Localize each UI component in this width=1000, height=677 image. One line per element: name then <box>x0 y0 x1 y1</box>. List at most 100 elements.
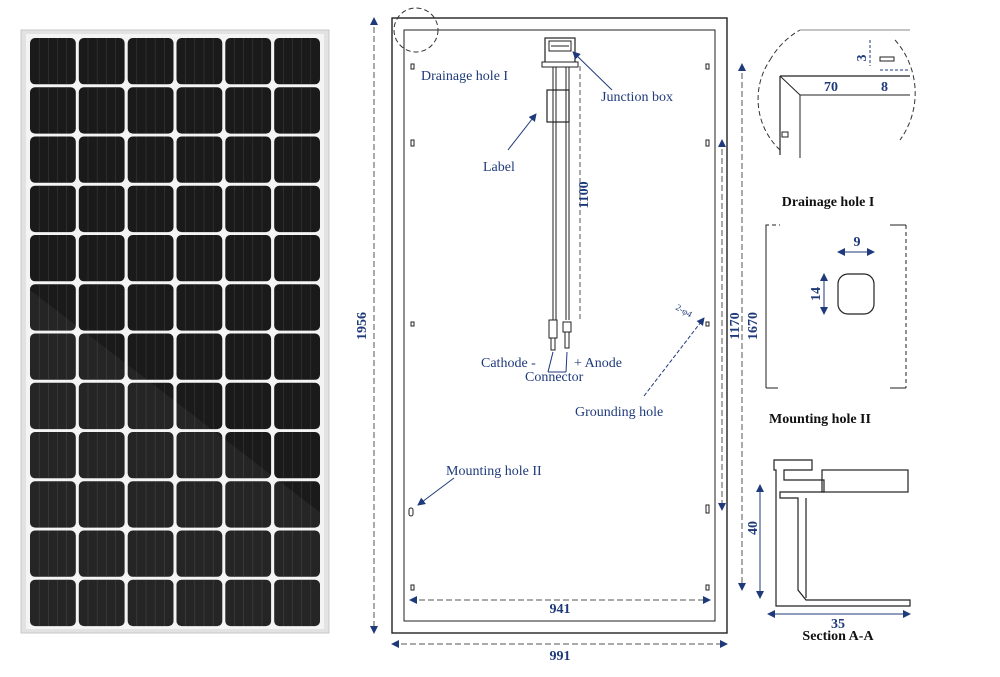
solar-cell <box>176 136 223 183</box>
solar-cell <box>274 87 320 134</box>
mount-spacing-2-dim: 1670 <box>746 312 761 340</box>
drainage-d1: 3 <box>855 55 870 62</box>
solar-cell <box>225 333 272 380</box>
solar-cell <box>30 333 76 380</box>
solar-cell <box>78 333 125 380</box>
solar-cell <box>176 382 223 430</box>
solar-cell <box>30 87 76 134</box>
solar-cell <box>127 87 174 134</box>
solar-cell <box>225 432 272 479</box>
leader-lines <box>417 51 705 506</box>
connectors <box>548 319 572 351</box>
solar-cell <box>78 235 125 282</box>
solar-cell <box>30 136 76 183</box>
solar-cell <box>225 87 272 134</box>
solar-cell <box>225 235 272 282</box>
drainage-d3: 8 <box>881 80 888 95</box>
drainage-hole-detail <box>757 29 916 158</box>
solar-cell <box>225 579 272 627</box>
solar-cell <box>127 235 174 282</box>
outer-frame <box>391 17 728 634</box>
grounding-hole-label: Grounding hole <box>575 405 663 420</box>
connector-label: Connector <box>525 370 584 385</box>
drawing-texts: Drainage hole I Junction box Label 1100 … <box>355 55 888 665</box>
label-label: Label <box>483 160 515 175</box>
solar-cell <box>127 481 174 528</box>
solar-cell <box>30 38 76 85</box>
solar-cell <box>78 432 125 479</box>
solar-cell <box>176 481 223 528</box>
solar-cell <box>127 284 174 331</box>
solar-cell <box>127 333 174 380</box>
solar-cell <box>225 481 272 528</box>
solar-cell <box>30 432 76 479</box>
inner-frame <box>403 29 716 622</box>
solar-cell <box>78 579 125 627</box>
solar-cell <box>176 579 223 627</box>
panel-backsheet <box>26 34 324 629</box>
junction-box-label: Junction box <box>601 90 673 105</box>
solar-cell <box>225 136 272 183</box>
solar-cell <box>274 481 320 528</box>
solar-cell <box>30 235 76 282</box>
dimension-lines <box>370 17 746 648</box>
anode-label: + Anode <box>574 356 622 371</box>
solar-cell <box>274 530 320 577</box>
section-detail <box>756 459 911 618</box>
cable-length-dim: 1100 <box>577 181 592 208</box>
mounting-detail-title: Mounting hole II <box>769 412 871 427</box>
drainage-hole-label: Drainage hole I <box>421 69 508 84</box>
cathode-label: Cathode - <box>481 356 536 371</box>
solar-cell <box>127 530 174 577</box>
solar-cell <box>176 333 223 380</box>
solar-cell <box>78 530 125 577</box>
solar-cell <box>176 284 223 331</box>
solar-cell <box>127 38 174 85</box>
panel-glare <box>30 290 330 628</box>
solar-cell <box>78 38 125 85</box>
solar-cell <box>127 579 174 627</box>
solar-cell <box>176 235 223 282</box>
solar-cell <box>176 87 223 134</box>
mounting-hole-label: Mounting hole II <box>446 464 542 479</box>
mount-spacing-1-dim: 1170 <box>728 312 743 339</box>
solar-cell <box>127 136 174 183</box>
solar-cell <box>30 530 76 577</box>
solar-cell <box>274 136 320 183</box>
junction-box <box>541 37 579 68</box>
solar-cell <box>274 185 320 233</box>
solar-cell <box>225 185 272 233</box>
solar-cell <box>78 136 125 183</box>
solar-cell <box>274 382 320 430</box>
solar-cell <box>78 481 125 528</box>
drainage-detail-title: Drainage hole I <box>782 195 875 210</box>
solar-cell <box>30 185 76 233</box>
solar-cell <box>274 333 320 380</box>
section-title: Section A-A <box>802 629 874 644</box>
solar-cell <box>30 481 76 528</box>
panel-cells <box>30 38 320 627</box>
solar-cell <box>30 284 76 331</box>
mounting-hole-detail <box>765 224 907 389</box>
solar-cell <box>78 382 125 430</box>
solar-cell <box>274 38 320 85</box>
drainage-detail-callout <box>393 7 439 53</box>
solar-cell <box>274 579 320 627</box>
solar-cell <box>127 185 174 233</box>
solar-cell <box>78 185 125 233</box>
section-w: 35 <box>831 617 845 632</box>
solar-cell <box>78 284 125 331</box>
grounding-mark: 2-φ4 <box>674 302 694 320</box>
height-dim: 1956 <box>355 312 370 340</box>
solar-cell <box>225 530 272 577</box>
solar-cell <box>274 235 320 282</box>
solar-cell <box>176 530 223 577</box>
solar-cell <box>30 579 76 627</box>
width-outer-dim: 991 <box>550 649 571 664</box>
solar-cell <box>30 382 76 430</box>
solar-panel-image <box>20 29 330 634</box>
solar-cell <box>127 382 174 430</box>
solar-cell <box>274 284 320 331</box>
